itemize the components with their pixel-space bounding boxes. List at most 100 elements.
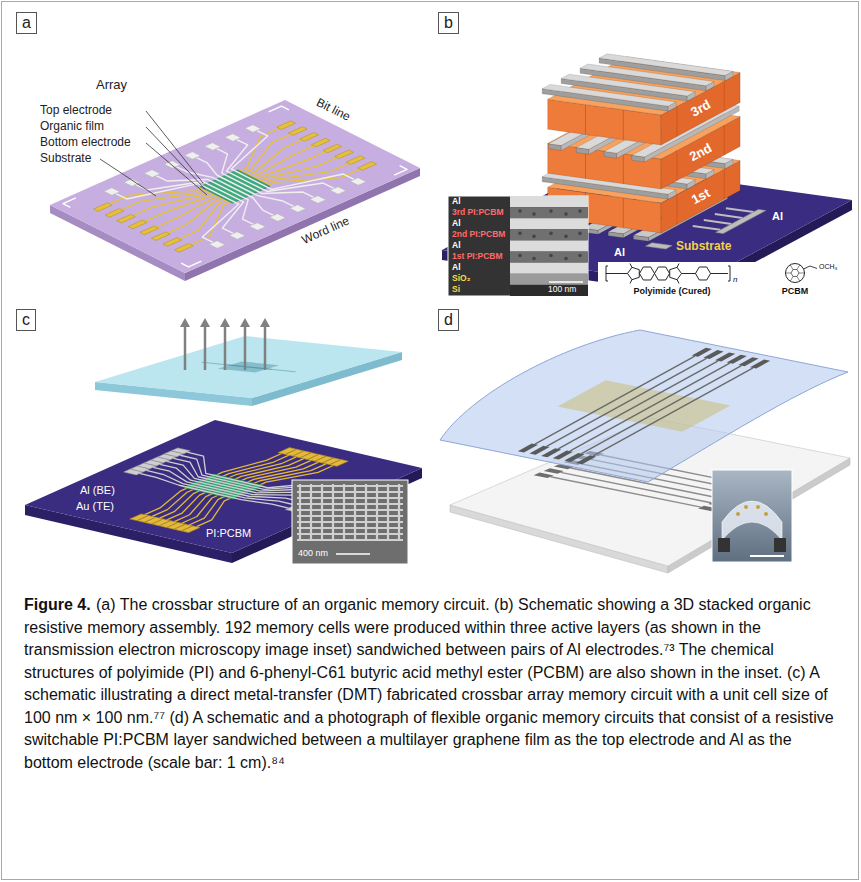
cell-line [724,81,725,111]
sem-grid [343,484,345,541]
scale-label: 100 nm [548,285,576,295]
chem-name: Polyimide (Cured) [633,285,710,295]
scale-bar [549,281,583,283]
lift-arrow [224,326,227,370]
sem-grid [354,484,356,541]
bond [682,273,696,274]
chem-panel [598,262,850,298]
panel-label: d [438,309,459,331]
carbonyl [677,280,679,284]
electrode-pad [229,232,245,240]
scale-bar [336,553,370,555]
photo-clip [718,538,730,552]
tem-grain [578,232,582,236]
bracket [728,266,730,281]
graphene-film [558,380,731,432]
tem-grain [518,232,522,236]
photo-film [722,501,782,540]
tem-layer-label: Al [452,263,461,273]
electrode-pad [310,196,326,204]
electrode-pad [140,226,159,235]
electrode-pad [128,220,147,229]
flexible-sheet [440,330,848,482]
fullerene-face [791,270,799,277]
photo-pad [736,512,740,516]
electrode-pad [323,144,342,153]
tem-layer-label: 3rd PI:PCBM [452,208,503,218]
sem-grid [332,484,334,541]
electrode-pad [290,205,306,213]
al-wire [715,214,743,218]
electrode-pad [249,223,265,231]
electrode-pad [576,455,596,464]
tem-layer-label: Si [452,285,460,295]
bottom-electrode [145,146,314,222]
top-electrode [156,176,253,225]
panel-letter: b [444,15,453,31]
electrode-pad [358,162,377,171]
scale-label: 400 nm [298,548,328,558]
tem-band [510,252,588,263]
figure-number: Figure 4. [24,594,91,617]
electrode-pad [182,526,200,533]
tem-band [510,274,588,285]
layer-number: 1st [689,186,713,208]
tem-band [510,207,588,218]
electrode-label: Al [772,210,783,223]
cell-line [676,107,677,137]
electrode-label: Al (BE) [80,484,115,497]
panel-label: c [16,309,36,331]
electrode-pad [335,150,354,159]
electrode-pad [750,360,770,369]
cell-line [623,198,624,228]
device-photo [712,470,792,562]
electrode-pad [151,232,170,241]
layer-label: Bottom electrode [40,136,131,150]
tem-band [510,263,588,274]
al-wire [704,220,732,224]
electrode-pad [350,178,366,186]
electrode-pad [277,121,296,130]
electrode-pad [270,214,286,222]
carbonyl [630,264,632,268]
electrode-label: Al [614,246,625,259]
lift-arrowhead [240,318,250,327]
panel-d-art [440,330,850,573]
electrode-pad [184,152,200,160]
alignment-mark [63,198,76,208]
tem-band [510,285,588,296]
repeat-index: n [733,275,737,284]
tem-band [510,240,588,251]
top-electrode [116,184,239,243]
layer-label: Organic film [40,120,104,134]
line-label: Bit line [314,96,352,125]
imide-ring [670,267,682,279]
array-label: Array [96,78,127,93]
fullerene-edge [799,273,805,274]
electrode-pad [164,161,180,169]
cell-line [676,195,677,225]
electrode-pad [105,209,124,218]
top-electrode [547,358,707,446]
sem-image [292,480,408,564]
photo-pad [756,505,760,509]
lift-arrowhead [180,318,190,327]
electrode-pad [346,156,365,165]
top-electrode [581,366,741,454]
electrode-pad [104,188,120,196]
lift-arrowhead [220,318,230,327]
alignment-mark [394,166,407,176]
benzene-ring [640,267,655,280]
top-electrode [231,131,354,190]
bottom-electrode [168,157,337,233]
panel-b-art [442,54,852,298]
scale-bar [750,555,784,557]
sem-grid [398,484,400,541]
electrode-label: Au (TE) [76,500,114,513]
lift-arrowhead [260,318,270,327]
tem-grain [532,257,536,261]
top-electrode [570,363,730,451]
bottom-electrode [167,459,304,520]
leader-line [146,111,203,183]
